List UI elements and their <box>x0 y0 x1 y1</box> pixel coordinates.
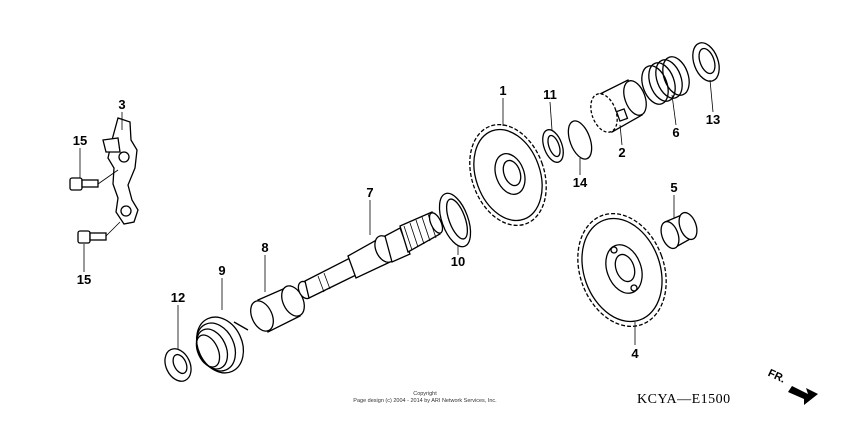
bolt-part-15-upper[interactable] <box>69 169 119 191</box>
spindle-part-7[interactable] <box>296 211 445 301</box>
callout-8: 8 <box>261 240 268 255</box>
copyright-line-2: Page design (c) 2004 - 2014 by ARI Netwo… <box>353 398 497 404</box>
direction-label: FR. <box>766 367 787 385</box>
washer-part-10[interactable] <box>433 189 477 251</box>
callout-5: 5 <box>670 180 677 195</box>
callout-2: 2 <box>618 145 625 160</box>
bolt-part-15-lower[interactable] <box>77 221 121 244</box>
callout-15-lower: 15 <box>77 272 91 287</box>
callout-15-upper: 15 <box>73 133 87 148</box>
gear-part-4[interactable] <box>563 201 682 339</box>
washer-part-12[interactable] <box>160 345 196 386</box>
front-direction-arrow-icon <box>788 386 818 405</box>
callout-7: 7 <box>366 185 373 200</box>
callout-10: 10 <box>451 254 465 269</box>
diagram-code: KCYA—E1500 <box>637 392 731 407</box>
bushing-part-5[interactable] <box>658 210 701 251</box>
washer-part-13[interactable] <box>688 39 724 85</box>
callout-12: 12 <box>171 290 185 305</box>
leader-lines <box>79 79 714 350</box>
spring-part-6[interactable] <box>637 53 694 108</box>
washer-part-11[interactable] <box>539 127 568 165</box>
gear-part-1[interactable] <box>456 114 559 236</box>
callout-11: 11 <box>543 87 557 102</box>
callout-9: 9 <box>218 263 225 278</box>
callouts: 1 2 3 4 5 6 7 8 9 10 11 12 13 14 15 15 <box>73 83 720 361</box>
callout-3: 3 <box>118 97 125 112</box>
callout-14: 14 <box>573 175 588 190</box>
callout-6: 6 <box>672 125 679 140</box>
snap-ring-part-14[interactable] <box>564 118 596 162</box>
spring-part-9[interactable] <box>188 309 252 380</box>
callout-4: 4 <box>631 346 639 361</box>
callout-1: 1 <box>499 83 506 98</box>
collar-part-8[interactable] <box>246 282 309 334</box>
copyright-line-1: Copyright <box>413 391 437 397</box>
bracket-plate-part-3[interactable] <box>102 117 139 225</box>
ratchet-part-2[interactable] <box>586 78 651 136</box>
callout-13: 13 <box>706 112 720 127</box>
